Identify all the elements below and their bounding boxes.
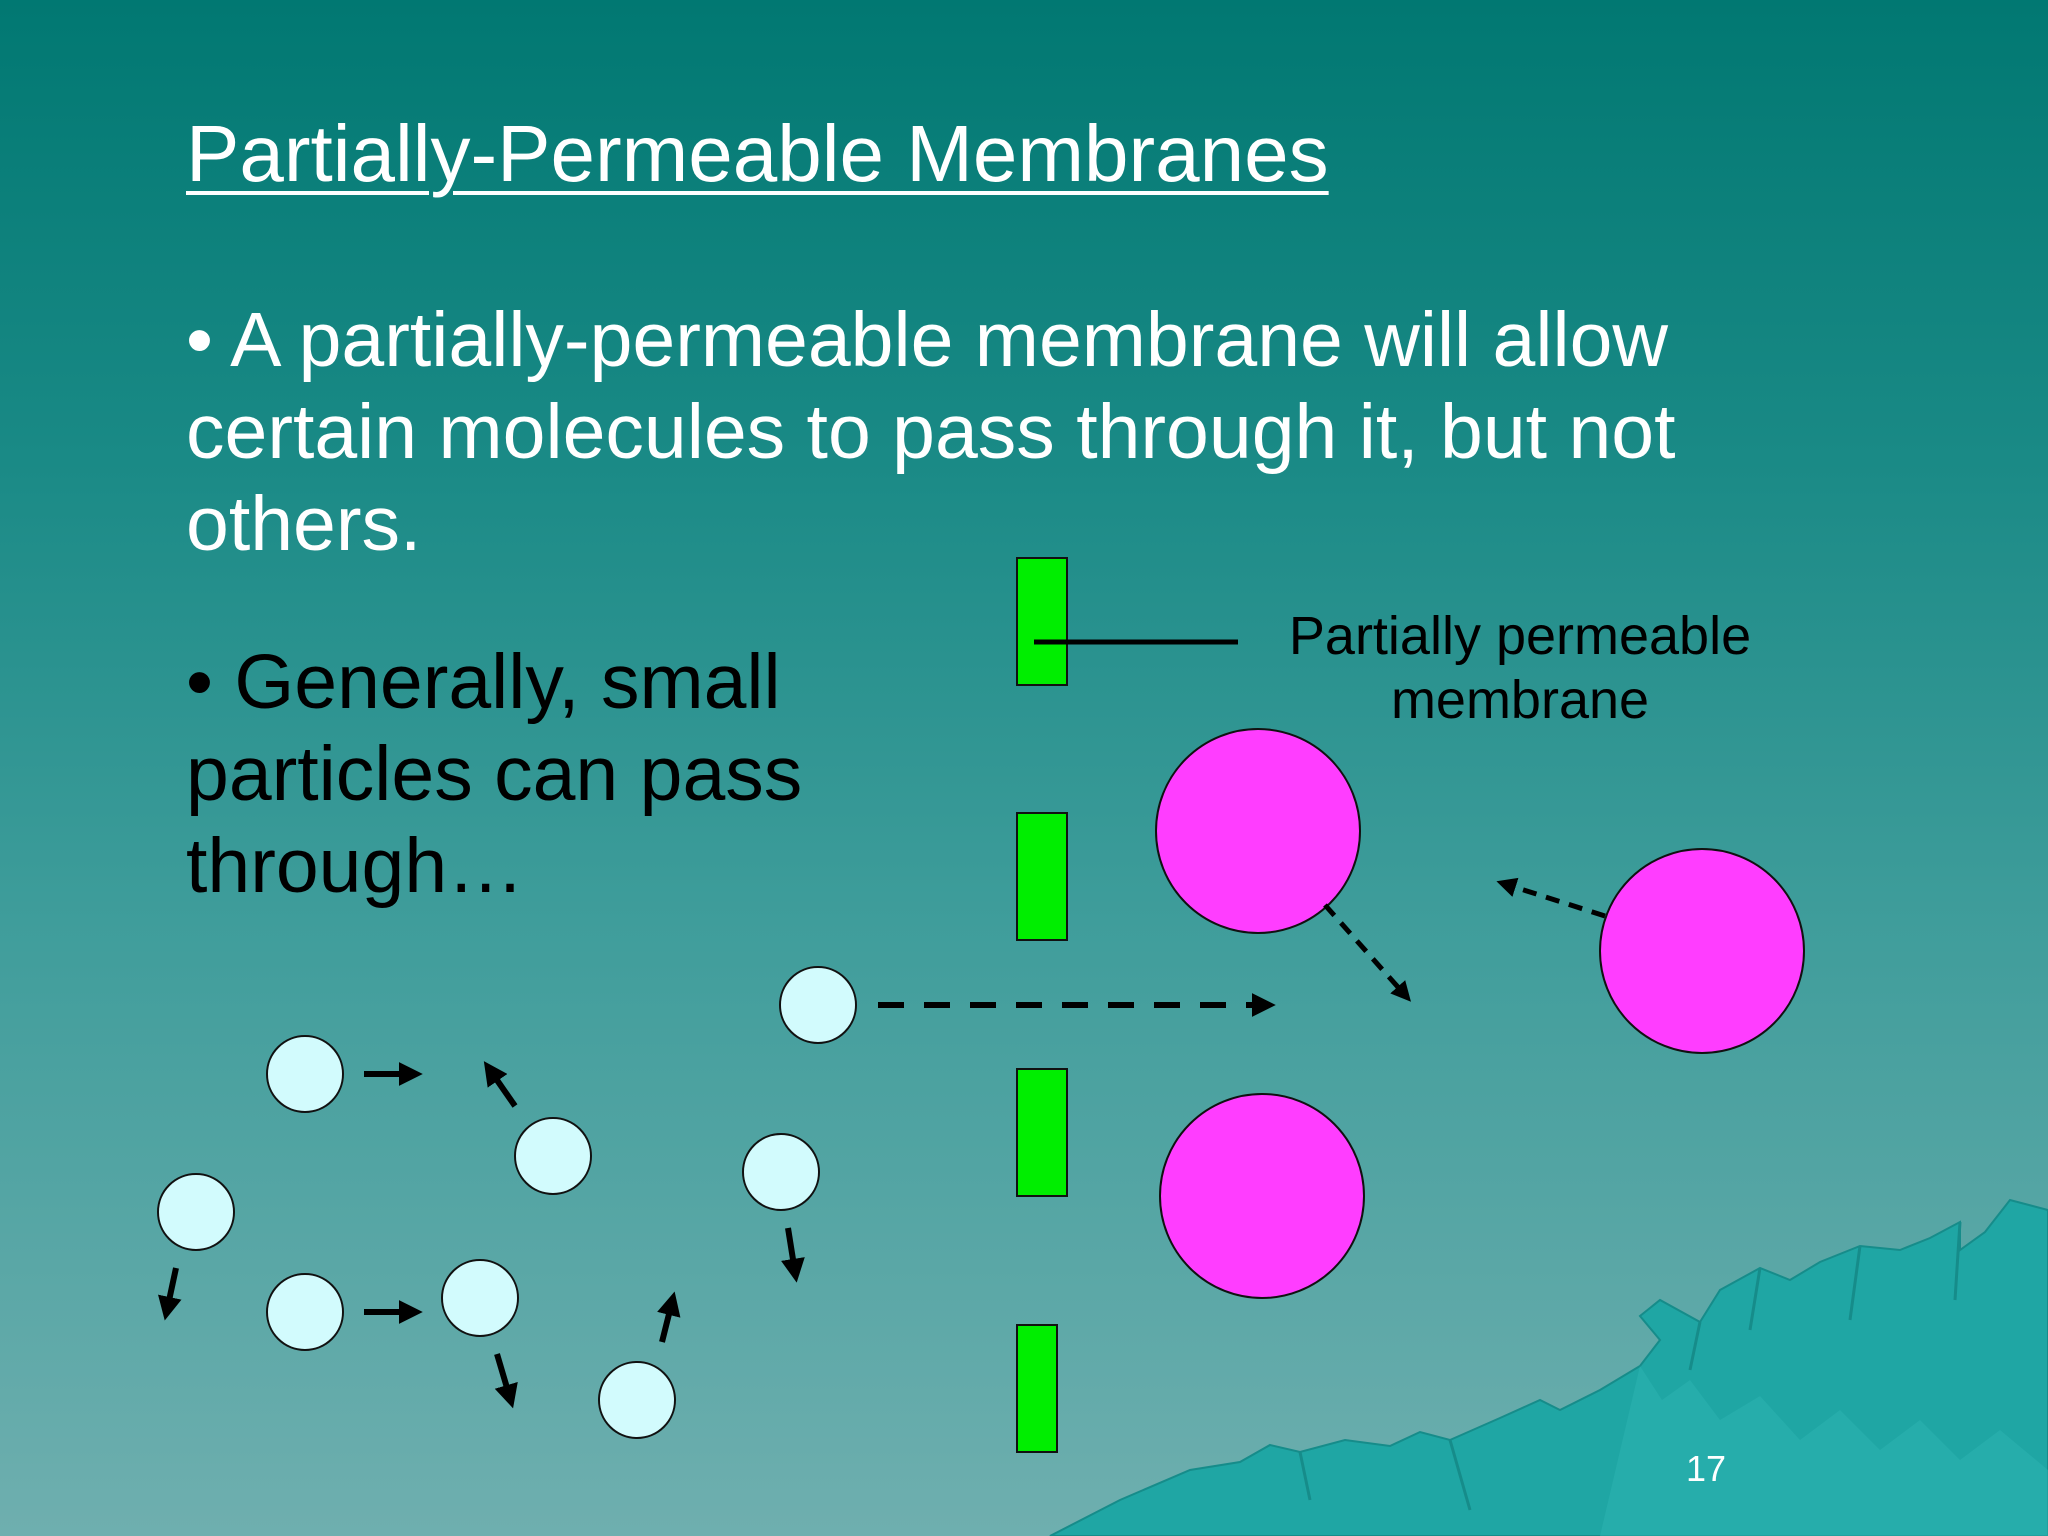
small-particle — [266, 1273, 344, 1351]
small-particle-arrow — [483, 1061, 518, 1108]
small-particle-arrow — [158, 1267, 182, 1321]
membrane-label: Partially permeable membrane — [1288, 606, 1752, 730]
large-particle — [1155, 728, 1361, 934]
large-particle-arrow — [1496, 877, 1606, 919]
small-particle — [598, 1361, 676, 1439]
small-particle — [441, 1259, 519, 1337]
large-particle — [1159, 1093, 1365, 1299]
small-particle — [266, 1035, 344, 1113]
bullet-definition: • A partially-permeable membrane will al… — [186, 297, 1676, 567]
small-particle — [742, 1133, 820, 1211]
small-particle — [157, 1173, 235, 1251]
membrane-segment — [1016, 557, 1068, 686]
small-particle — [779, 966, 857, 1044]
slide-title: Partially-Permeable Membranes — [186, 109, 1329, 198]
large-particle — [1599, 848, 1805, 1054]
membrane-segment — [1016, 1068, 1068, 1197]
membrane-segment — [1016, 1324, 1058, 1453]
page-number: 17 — [1686, 1448, 1727, 1489]
small-particle-arrow — [494, 1353, 518, 1409]
small-particle-arrow — [781, 1227, 805, 1283]
large-particle-arrow — [1323, 903, 1411, 1002]
mountain-ridge-line — [1298, 1221, 1962, 1511]
small-particle-arrow — [657, 1291, 681, 1343]
bullet-small-particles: • Generally, small particles can pass th… — [186, 639, 803, 909]
small-particle — [514, 1117, 592, 1195]
mountain-ridge-shading — [1600, 1366, 2048, 1536]
membrane-segment — [1016, 812, 1068, 941]
